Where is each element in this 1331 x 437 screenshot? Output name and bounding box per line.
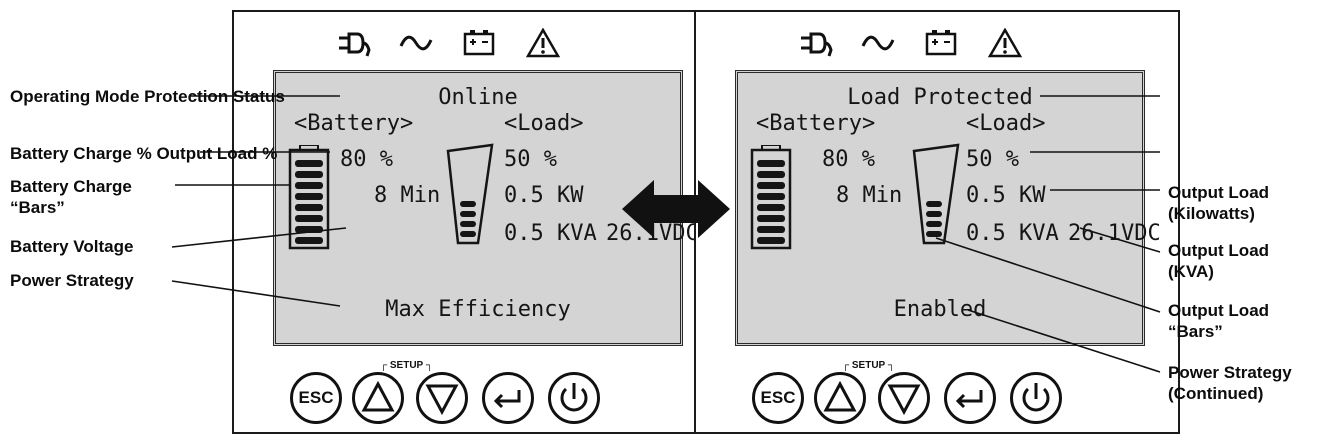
callout-output-load-kw: Output Load (Kilowatts)	[1168, 183, 1270, 224]
setup-label: ┌ SETUP ┐	[380, 360, 433, 371]
battery-bar	[757, 182, 785, 189]
callout-battery-charge-pct: Battery Charge % Output Load %	[10, 144, 278, 163]
load-percent: 50 %	[504, 147, 557, 172]
callout-battery-charge-bars: Battery Charge “Bars”	[10, 177, 132, 218]
battery-bar	[757, 171, 785, 178]
protection-status-text: Load Protected	[847, 85, 1033, 110]
battery-bar	[757, 160, 785, 167]
esc-button[interactable]: ESC	[290, 372, 342, 424]
power-icon	[560, 383, 588, 412]
battery-bar	[295, 215, 323, 222]
warning-icon	[987, 27, 1023, 63]
battery-bar	[295, 182, 323, 189]
callout-protection-status: Protection Status	[144, 87, 285, 106]
enter-button[interactable]	[944, 372, 996, 424]
up-button[interactable]	[814, 372, 866, 424]
battery-bar	[757, 215, 785, 222]
power-icon	[1022, 383, 1050, 412]
load-kw: 0.5 KW	[966, 183, 1046, 208]
down-arrow-icon	[425, 384, 459, 416]
plug-icon	[337, 28, 371, 63]
battery-icon	[924, 28, 958, 63]
load-kva: 0.5 KVA	[504, 221, 597, 246]
callout-battery-voltage: Battery Voltage	[10, 237, 134, 256]
load-bar	[460, 231, 476, 237]
battery-icon	[462, 28, 496, 63]
load-bar	[926, 201, 942, 207]
power-button[interactable]	[548, 372, 600, 424]
battery-bar	[757, 204, 785, 211]
battery-bar	[295, 226, 323, 233]
load-bar	[460, 221, 476, 227]
protection-status-text: Online	[438, 85, 518, 110]
lcd-screen: Load Protected <Battery> <Load> 80 % 8 M…	[735, 70, 1161, 346]
load-bar	[926, 211, 942, 217]
battery-percent: 80 %	[340, 147, 393, 172]
runtime-remaining: 8 Min	[374, 183, 441, 208]
setup-label: ┌ SETUP ┐	[842, 360, 895, 371]
callout-operating-mode: Operating Mode Protection Status	[10, 87, 285, 106]
callout-power-strategy-continued: Power Strategy (Continued)	[1168, 363, 1292, 404]
warning-icon	[525, 27, 561, 63]
load-percent: 50 %	[966, 147, 1019, 172]
status-icon-row	[234, 27, 716, 63]
battery-voltage: 26.1VDC	[1068, 221, 1161, 246]
battery-bar	[757, 193, 785, 200]
battery-bars-gauge	[750, 145, 792, 250]
battery-percent: 80 %	[822, 147, 875, 172]
callout-output-load-pct: Output Load %	[156, 144, 278, 163]
load-header: <Load>	[504, 111, 584, 136]
callout-output-load-kva: Output Load (KVA)	[1168, 241, 1270, 282]
callout-power-strategy: Power Strategy	[10, 271, 134, 290]
battery-bar	[295, 237, 323, 244]
load-kva: 0.5 KVA	[966, 221, 1059, 246]
status-icon-row	[696, 27, 1178, 63]
load-header: <Load>	[966, 111, 1046, 136]
lcd-screen: Online <Battery> <Load> 80 % 8 Min 50 % …	[273, 70, 699, 346]
battery-bars-gauge	[288, 145, 330, 250]
plug-icon	[799, 28, 833, 63]
load-kw: 0.5 KW	[504, 183, 584, 208]
down-button[interactable]	[878, 372, 930, 424]
battery-bar	[295, 193, 323, 200]
power-strategy-text: Enabled	[893, 297, 987, 322]
ac-wave-icon	[399, 32, 433, 59]
load-bars-gauge	[446, 143, 494, 245]
enter-icon	[955, 390, 983, 409]
battery-bar	[295, 204, 323, 211]
enter-button[interactable]	[482, 372, 534, 424]
battery-bar	[757, 237, 785, 244]
load-bar	[926, 231, 942, 237]
battery-bar	[295, 160, 323, 167]
load-bar	[926, 221, 942, 227]
load-bar	[460, 211, 476, 217]
down-arrow-icon	[887, 384, 921, 416]
esc-button[interactable]: ESC	[752, 372, 804, 424]
enter-icon	[493, 390, 521, 409]
battery-header: <Battery>	[294, 111, 414, 136]
up-arrow-icon	[823, 380, 857, 412]
up-button[interactable]	[352, 372, 404, 424]
up-arrow-icon	[361, 380, 395, 412]
battery-bar	[757, 226, 785, 233]
callout-output-load-bars: Output Load “Bars”	[1168, 301, 1270, 342]
runtime-remaining: 8 Min	[836, 183, 903, 208]
power-button[interactable]	[1010, 372, 1062, 424]
right-ups-panel: Load Protected <Battery> <Load> 80 % 8 M…	[694, 10, 1180, 434]
left-ups-panel: Online <Battery> <Load> 80 % 8 Min 50 % …	[232, 10, 718, 434]
down-button[interactable]	[416, 372, 468, 424]
battery-voltage: 26.1VDC	[606, 221, 699, 246]
button-row: ┌ SETUP ┐ ESC	[696, 358, 1178, 428]
load-bar	[460, 201, 476, 207]
power-strategy-text: Max Efficiency	[385, 297, 571, 322]
button-row: ┌ SETUP ┐ ESC	[234, 358, 716, 428]
battery-bar	[295, 171, 323, 178]
load-bars-gauge	[912, 143, 960, 245]
ac-wave-icon	[861, 32, 895, 59]
battery-header: <Battery>	[756, 111, 876, 136]
